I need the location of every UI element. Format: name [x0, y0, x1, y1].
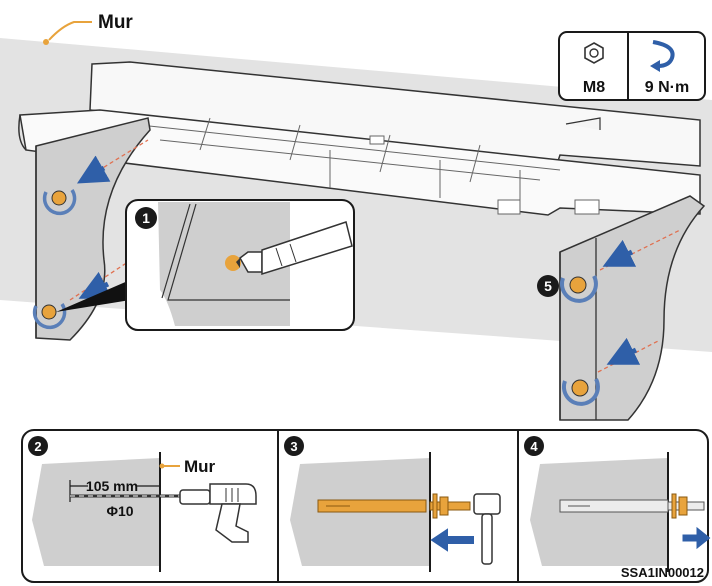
right-bracket: 5	[537, 195, 706, 421]
wall-label: Mur	[98, 12, 133, 33]
panel-step-4: 4	[524, 436, 711, 572]
rotate-arrow-icon	[650, 40, 675, 72]
hex-nut-icon	[584, 42, 604, 64]
wall-callout-small: Mur	[159, 457, 216, 476]
right-lower-arrow	[606, 337, 641, 365]
torque-value: 9 N·m	[645, 79, 689, 96]
left-upper-arrow	[76, 155, 111, 184]
panel-step-3: 3	[284, 436, 501, 572]
expansion-bolt-orange	[317, 493, 471, 519]
mark-point	[225, 255, 241, 271]
spec-box: M8 9 N·m	[558, 31, 706, 101]
zoom-inset: 1	[125, 199, 355, 331]
zoom-pointer	[56, 280, 130, 312]
step-3-badge: 3	[284, 436, 304, 456]
left-upper-nut	[42, 189, 77, 216]
step-1-badge: 1	[135, 207, 157, 229]
step-4-badge: 4	[524, 436, 544, 456]
step-5-badge: 5	[537, 275, 559, 297]
wall-callout: Mur	[43, 12, 133, 45]
svg-text:4: 4	[530, 439, 538, 454]
right-lower-nut	[561, 378, 600, 406]
svg-text:5: 5	[544, 278, 552, 294]
left-lower-arrow	[78, 271, 113, 299]
drill-depth: 105 mm	[86, 478, 138, 494]
expansion-bolt-gray	[559, 493, 705, 519]
svg-text:1: 1	[142, 210, 150, 226]
svg-text:3: 3	[290, 439, 297, 454]
pull-direction-arrow	[682, 526, 711, 550]
svg-text:2: 2	[34, 439, 41, 454]
bottom-panels: Mur 105 mm Φ10 2	[21, 429, 711, 583]
hammer-icon	[473, 493, 501, 565]
panel2-wall-label: Mur	[184, 457, 216, 476]
right-upper-arrow	[602, 239, 637, 267]
figure-id: SSA1IN00012	[621, 565, 704, 580]
mounting-tray	[18, 61, 701, 216]
step-2-badge: 2	[28, 436, 48, 456]
left-bracket	[32, 117, 151, 341]
hammer-direction-arrow	[430, 528, 474, 552]
marker-pen-icon	[236, 221, 353, 276]
bolt-size: M8	[583, 79, 605, 96]
panel-step-2: Mur 105 mm Φ10 2	[28, 436, 257, 572]
drill-diameter: Φ10	[106, 503, 133, 519]
drill-icon	[179, 483, 257, 543]
right-upper-nut	[559, 275, 598, 303]
